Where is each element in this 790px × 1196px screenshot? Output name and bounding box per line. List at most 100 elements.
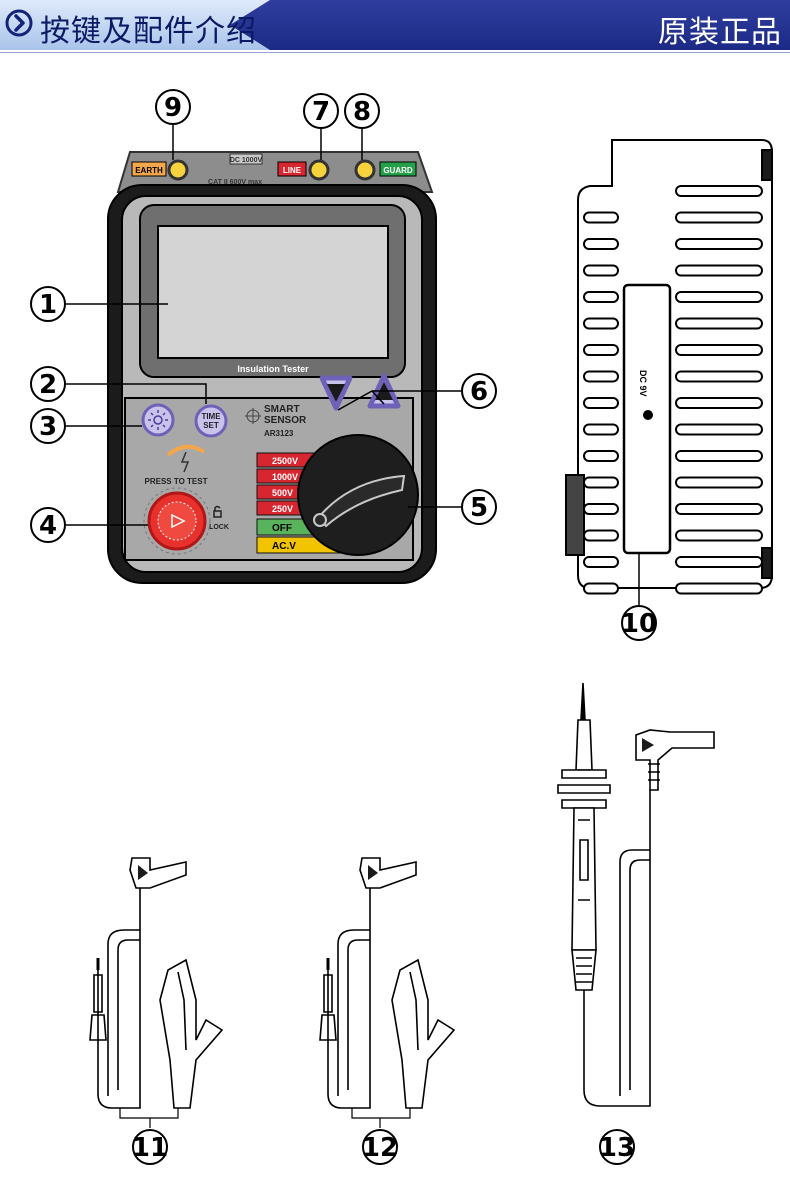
- guard-terminal[interactable]: [354, 159, 376, 181]
- vent-slot: [583, 423, 619, 436]
- spec-top-label: DC 1000V: [230, 157, 263, 164]
- vent-slot: [583, 370, 619, 383]
- callout-number: 3: [39, 412, 57, 442]
- terminal-strip: [116, 151, 434, 193]
- line-label: LINE: [283, 166, 302, 175]
- dial-pointer-tip: [313, 513, 327, 527]
- vent-slot: [675, 185, 763, 197]
- side-body: [577, 139, 773, 589]
- vent-slot: [675, 291, 763, 303]
- earth-terminal[interactable]: [167, 159, 189, 181]
- probe-wire-loop: [619, 849, 650, 1096]
- brand-logo-icon: [245, 408, 261, 424]
- time-label: TIME: [201, 412, 221, 421]
- callout-leader: [337, 390, 462, 411]
- probe-handle: [571, 807, 597, 951]
- callout-number: 1: [39, 290, 57, 320]
- callout-marker: [303, 93, 339, 129]
- range-label: 500V: [272, 488, 293, 498]
- range-label: AC.V: [272, 541, 296, 552]
- callout-leader: [66, 383, 207, 404]
- range-label: 2500V: [272, 456, 298, 466]
- battery-label: DC 9V: [638, 370, 648, 397]
- callout-number: 4: [39, 511, 57, 541]
- side-stand: [565, 474, 585, 556]
- probe-tip: [580, 682, 586, 721]
- vent-slot: [675, 397, 763, 409]
- probe-wire: [583, 790, 651, 1107]
- header-divider: [0, 52, 790, 53]
- callout-marker: [599, 1129, 635, 1165]
- callout-marker: [344, 93, 380, 129]
- callout-marker: [30, 507, 66, 543]
- vent-slot: [675, 370, 763, 383]
- range-label: 250V: [272, 504, 293, 514]
- callout-number: 8: [353, 97, 371, 127]
- grip-lines: [576, 957, 592, 983]
- vent-slot: [675, 344, 763, 356]
- test-button-center: [157, 501, 197, 541]
- vent-slot: [675, 238, 763, 250]
- line-test-probe: [557, 682, 715, 1165]
- lead-wire: [97, 888, 141, 1109]
- vent-slot: [675, 529, 763, 542]
- side-foot-bottom: [761, 547, 773, 579]
- play-icon: [171, 513, 186, 529]
- side-vents: [583, 185, 763, 595]
- vent-slot: [583, 211, 619, 224]
- side-view: DC 9V: [565, 139, 773, 641]
- set-label: SET: [203, 421, 219, 430]
- earth-test-lead: [89, 857, 224, 1165]
- lead-wire-loop: [337, 929, 370, 1096]
- page-title: 按键及配件介绍: [40, 14, 257, 49]
- handle-detail: [578, 819, 590, 901]
- range-label: OFF: [272, 523, 292, 534]
- lcd-screen: [157, 225, 389, 359]
- earth-tag: [131, 161, 167, 177]
- vent-slot: [583, 582, 619, 595]
- line-terminal[interactable]: [308, 159, 330, 181]
- lead-wire-loop: [107, 929, 140, 1096]
- circle-chevron-right-icon: [4, 8, 34, 38]
- callout-marker: [30, 366, 66, 402]
- backlight-button[interactable]: [141, 403, 175, 437]
- vent-slot: [583, 238, 619, 250]
- vent-slot: [675, 556, 763, 568]
- vent-slot: [583, 529, 619, 542]
- time-set-button[interactable]: [194, 404, 228, 438]
- line-tag: [277, 161, 307, 177]
- vent-slot: [583, 503, 619, 515]
- banana-plug: [89, 960, 107, 1041]
- plug-arrow-icon: [642, 738, 654, 752]
- callout-marker: [30, 408, 66, 444]
- callout-number: 13: [599, 1133, 635, 1163]
- callout-marker: [30, 286, 66, 322]
- bracket: [351, 1108, 411, 1119]
- power-jack[interactable]: [643, 410, 653, 420]
- callout-number: 9: [164, 93, 182, 123]
- vent-slot: [675, 450, 763, 462]
- vent-slot: [583, 397, 619, 409]
- range-label: 1000V: [272, 472, 298, 482]
- callout-number: 6: [470, 377, 488, 407]
- front-view: Insulation Tester EARTH DC 1000V CAT II …: [30, 89, 497, 584]
- vent-slot: [675, 476, 763, 489]
- callout-marker: [362, 1129, 398, 1165]
- callout-number: 7: [312, 97, 330, 127]
- side-foot-top: [761, 149, 773, 181]
- callout-marker: [461, 489, 497, 525]
- press-to-test-label: PRESS TO TEST: [145, 477, 208, 486]
- clip-detail: [409, 971, 419, 1051]
- model-number: AR3123: [264, 429, 294, 438]
- sun-icon: [148, 410, 168, 430]
- lock-icon: [213, 505, 222, 518]
- spec-top-tag: [229, 153, 263, 165]
- callout-number: 5: [470, 493, 488, 523]
- probe-grip: [571, 949, 597, 991]
- callout-marker: [155, 89, 191, 125]
- guard-tag: [379, 161, 417, 177]
- vent-slot: [675, 423, 763, 436]
- angled-plug: [635, 729, 715, 791]
- plug-arrow-icon: [138, 865, 148, 880]
